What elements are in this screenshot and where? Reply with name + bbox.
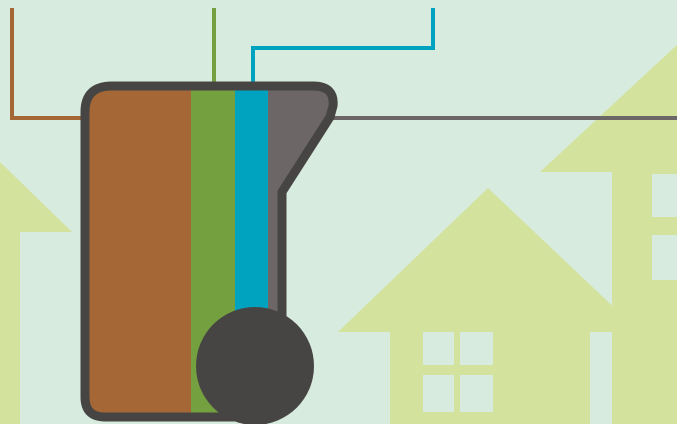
layer-brown	[80, 80, 191, 424]
bin-wheel	[196, 307, 314, 424]
